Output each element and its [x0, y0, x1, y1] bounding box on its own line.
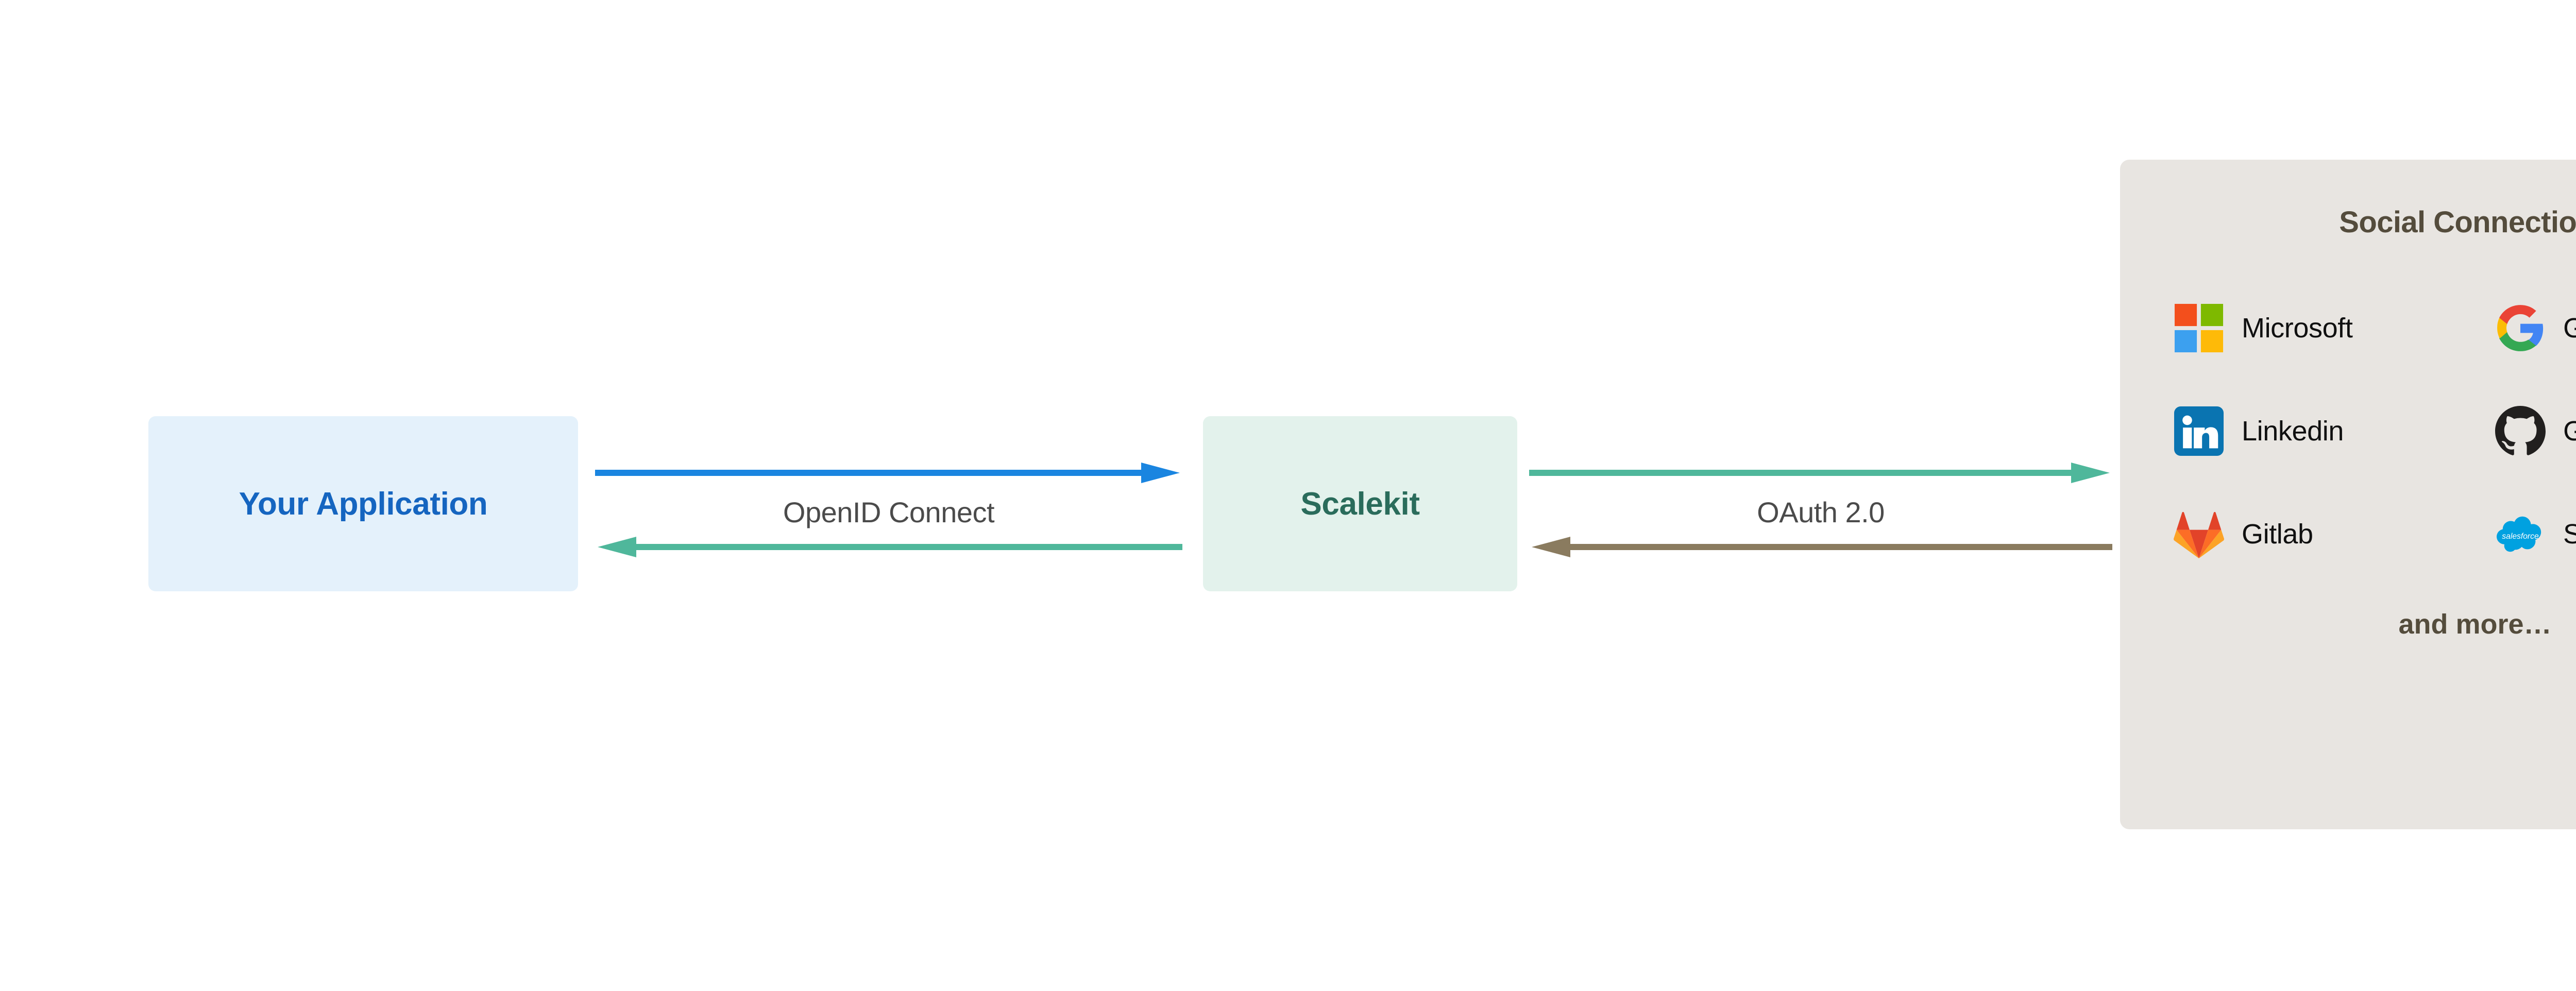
provider-gitlab[interactable]: Gitlab — [2156, 483, 2313, 586]
node-your-application: Your Application — [148, 416, 578, 591]
node-scalekit-label: Scalekit — [1300, 486, 1420, 522]
github-logo-icon — [2495, 406, 2546, 456]
arrow-scalekit-to-providers — [1529, 463, 2110, 483]
flow-oauth2: OAuth 2.0 — [1529, 458, 2112, 561]
social-connections-panel: Social Connections Microsoft — [2120, 160, 2576, 829]
gitlab-logo-icon — [2174, 509, 2224, 559]
social-connections-title: Social Connections — [2339, 206, 2576, 239]
provider-linkedin-label: Linkedin — [2242, 416, 2344, 447]
microsoft-logo-icon — [2174, 303, 2224, 353]
social-and-more-label: and more… — [2398, 609, 2552, 640]
node-your-application-label: Your Application — [239, 486, 488, 522]
provider-salesforce[interactable]: salesforce Salesforce — [2478, 483, 2576, 586]
provider-google[interactable]: Google — [2478, 277, 2576, 380]
flow-openid-connect: OpenID Connect — [595, 458, 1182, 561]
provider-salesforce-label: Salesforce — [2563, 519, 2576, 550]
arrow-app-to-scalekit — [595, 463, 1180, 483]
social-providers-grid: Microsoft Google — [2156, 277, 2576, 586]
google-logo-icon — [2495, 303, 2546, 353]
arrow-scalekit-to-app — [598, 537, 1182, 557]
provider-github[interactable]: Github — [2478, 380, 2576, 483]
flow-oauth2-label: OAuth 2.0 — [1757, 496, 1885, 528]
provider-microsoft-label: Microsoft — [2242, 313, 2353, 344]
provider-gitlab-label: Gitlab — [2242, 519, 2313, 550]
provider-google-label: Google — [2563, 313, 2576, 344]
provider-microsoft[interactable]: Microsoft — [2156, 277, 2353, 380]
salesforce-logo-icon: salesforce — [2495, 509, 2546, 559]
flow-openid-connect-label: OpenID Connect — [783, 496, 995, 528]
node-scalekit: Scalekit — [1203, 416, 1517, 591]
arrow-providers-to-scalekit — [1532, 537, 2112, 557]
provider-github-label: Github — [2563, 416, 2576, 447]
provider-linkedin[interactable]: Linkedin — [2156, 380, 2344, 483]
svg-text:salesforce: salesforce — [2502, 532, 2539, 541]
linkedin-logo-icon — [2174, 406, 2224, 456]
